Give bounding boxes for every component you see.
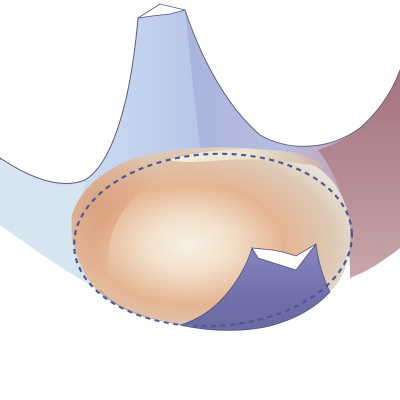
- surface-front-lobe: [179, 242, 331, 331]
- dashed-contour-curve: [73, 152, 353, 328]
- back-lobe-cutout: [137, 3, 186, 19]
- surface-outline-left: [0, 17, 139, 184]
- front-lobe-cutout: [251, 243, 317, 271]
- surface-well-rim: [170, 149, 325, 168]
- surface-lower-skirt: [100, 290, 195, 326]
- surface-left-wall: [0, 160, 100, 290]
- surface-outline-bottom: [99, 289, 196, 327]
- surface-outline-right: [184, 9, 400, 147]
- surface-well-shade: [71, 151, 205, 305]
- surface-right-wall: [318, 70, 400, 278]
